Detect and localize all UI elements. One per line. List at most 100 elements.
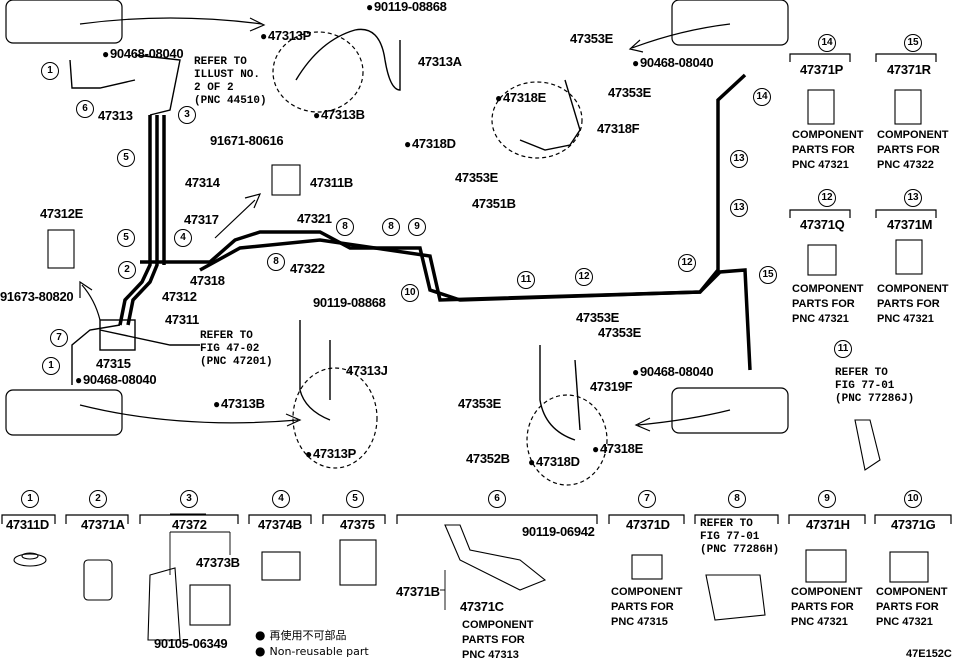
callout-4: 4: [174, 229, 192, 247]
callout-7: 7: [50, 329, 68, 347]
callout-8: 8: [267, 253, 285, 271]
callout-5: 5: [117, 149, 135, 167]
bottom-callout-7: 7: [638, 490, 656, 508]
side-callout-14: 14: [818, 34, 836, 52]
part-label-47312: 47312: [162, 289, 197, 304]
callout-13: 13: [730, 199, 748, 217]
part-label-47312E: 47312E: [40, 206, 84, 221]
part-label-90119-08868-mid: 90119-08868: [313, 295, 386, 310]
refer-note-44510: REFER TO ILLUST NO. 2 OF 2 (PNC 44510): [194, 56, 267, 107]
bottom-note-10: COMPONENT PARTS FOR PNC 47321: [876, 586, 948, 628]
callout-14: 14: [753, 88, 771, 106]
part-label-47353E-6: 47353E: [458, 396, 502, 411]
part-label-47318D-bot: 47318D: [528, 455, 580, 469]
bottom-callout-4: 4: [272, 490, 290, 508]
bottom-callout-1: 1: [21, 490, 39, 508]
part-label-47313P: 47313P: [260, 29, 311, 43]
part-label-47315: 47315: [96, 356, 131, 371]
part-label-47313A: 47313A: [418, 54, 462, 69]
arrow-head-icon: [285, 413, 302, 427]
bottom-part-90105-06349: 90105-06349: [154, 636, 228, 651]
arrow-head-icon: [634, 417, 651, 432]
callout-10: 10: [401, 284, 419, 302]
part-label-90468-08040-bl: 90468-08040: [75, 373, 157, 387]
part-label-91671-80616: 91671-80616: [210, 133, 284, 148]
bottom-part-47373B: 47373B: [196, 555, 240, 570]
bottom-callout-5: 5: [346, 490, 364, 508]
part-label-47319F: 47319F: [590, 379, 633, 394]
legend-jp: ●再使用不可部品: [255, 627, 346, 643]
bottom-callout-3: 3: [180, 490, 198, 508]
vehicle-outline-rear-left: [5, 389, 123, 436]
bottom-part-47375: 47375: [340, 517, 375, 532]
part-label-91673-80820: 91673-80820: [0, 289, 74, 304]
part-label-90468-08040-tr: 90468-08040: [632, 56, 714, 70]
part-label-90119-08868: 90119-08868: [366, 0, 447, 14]
bottom-part-47371C: 47371C: [460, 599, 504, 614]
arrow-icon: [79, 404, 299, 424]
part-label-47353E-3: 47353E: [455, 170, 499, 185]
bottom-part-90119-06942: 90119-06942: [522, 524, 595, 539]
part-label-47313: 47313: [98, 108, 133, 123]
part-label-90468-08040: 90468-08040: [102, 47, 184, 61]
bottom-part-47371A: 47371A: [81, 517, 125, 532]
side-note-15: COMPONENT PARTS FOR PNC 47322: [877, 129, 949, 171]
part-label-47313J: 47313J: [346, 363, 388, 378]
part-label-47318D: 47318D: [404, 137, 456, 151]
figure-code: 47E152C: [906, 648, 952, 660]
bottom-part-47374B: 47374B: [258, 517, 302, 532]
callout-8: 8: [382, 218, 400, 236]
side-callout-11: 11: [834, 340, 852, 358]
side-callout-13: 13: [904, 189, 922, 207]
bottom-callout-6: 6: [488, 490, 506, 508]
bottom-note-9: COMPONENT PARTS FOR PNC 47321: [791, 586, 863, 628]
vehicle-outline-front-left: [5, 0, 123, 44]
side-callout-12: 12: [818, 189, 836, 207]
bottom-part-47371D: 47371D: [626, 517, 670, 532]
bottom-callout-8: 8: [728, 490, 746, 508]
bottom-part-47371G: 47371G: [891, 517, 936, 532]
bottom-callout-9: 9: [818, 490, 836, 508]
callout-5: 5: [117, 229, 135, 247]
bottom-part-47311D: 47311D: [6, 517, 50, 532]
arrow-icon: [631, 23, 731, 49]
part-label-47313B-bot: 47313B: [213, 397, 265, 411]
part-label-47318: 47318: [190, 273, 225, 288]
part-label-47311: 47311: [165, 312, 199, 327]
bottom-callout-10: 10: [904, 490, 922, 508]
part-label-47322: 47322: [290, 261, 325, 276]
arrow-head-icon: [249, 17, 266, 32]
side-part-47371M: 47371M: [887, 217, 933, 232]
arrow-icon: [637, 409, 731, 426]
part-label-47317: 47317: [184, 212, 219, 227]
callout-12: 12: [678, 254, 696, 272]
legend-jp-text: 再使用不可部品: [269, 629, 347, 642]
part-label-90468-08040-br: 90468-08040: [632, 365, 714, 379]
bottom-note-7: COMPONENT PARTS FOR PNC 47315: [611, 586, 683, 628]
part-label-47314: 47314: [185, 175, 220, 190]
callout-3: 3: [178, 106, 196, 124]
side-part-47371R: 47371R: [887, 62, 931, 77]
side-note-13: COMPONENT PARTS FOR PNC 47321: [877, 283, 949, 325]
callout-13: 13: [730, 150, 748, 168]
side-note-12: COMPONENT PARTS FOR PNC 47321: [792, 283, 864, 325]
part-label-47353E: 47353E: [570, 31, 614, 46]
part-label-47353E-5: 47353E: [598, 325, 642, 340]
non-reusable-dot-icon: ●: [255, 628, 266, 642]
callout-1: 1: [41, 62, 59, 80]
callout-1: 1: [42, 357, 60, 375]
callout-9: 9: [408, 218, 426, 236]
part-label-47321: 47321: [297, 211, 332, 226]
legend-en: ●Non-reusable part: [255, 644, 369, 658]
callout-12: 12: [575, 268, 593, 286]
part-label-47318E: 47318E: [495, 91, 546, 105]
side-note-11: REFER TO FIG 77-01 (PNC 77286J): [835, 367, 915, 405]
part-label-47351B: 47351B: [472, 196, 516, 211]
part-label-47313P-bot: 47313P: [305, 447, 356, 461]
legend-en-text: Non-reusable part: [269, 645, 369, 658]
callout-15: 15: [759, 266, 777, 284]
refer-note-47201: REFER TO FIG 47-02 (PNC 47201): [200, 330, 273, 368]
part-label-47318F: 47318F: [597, 121, 640, 136]
